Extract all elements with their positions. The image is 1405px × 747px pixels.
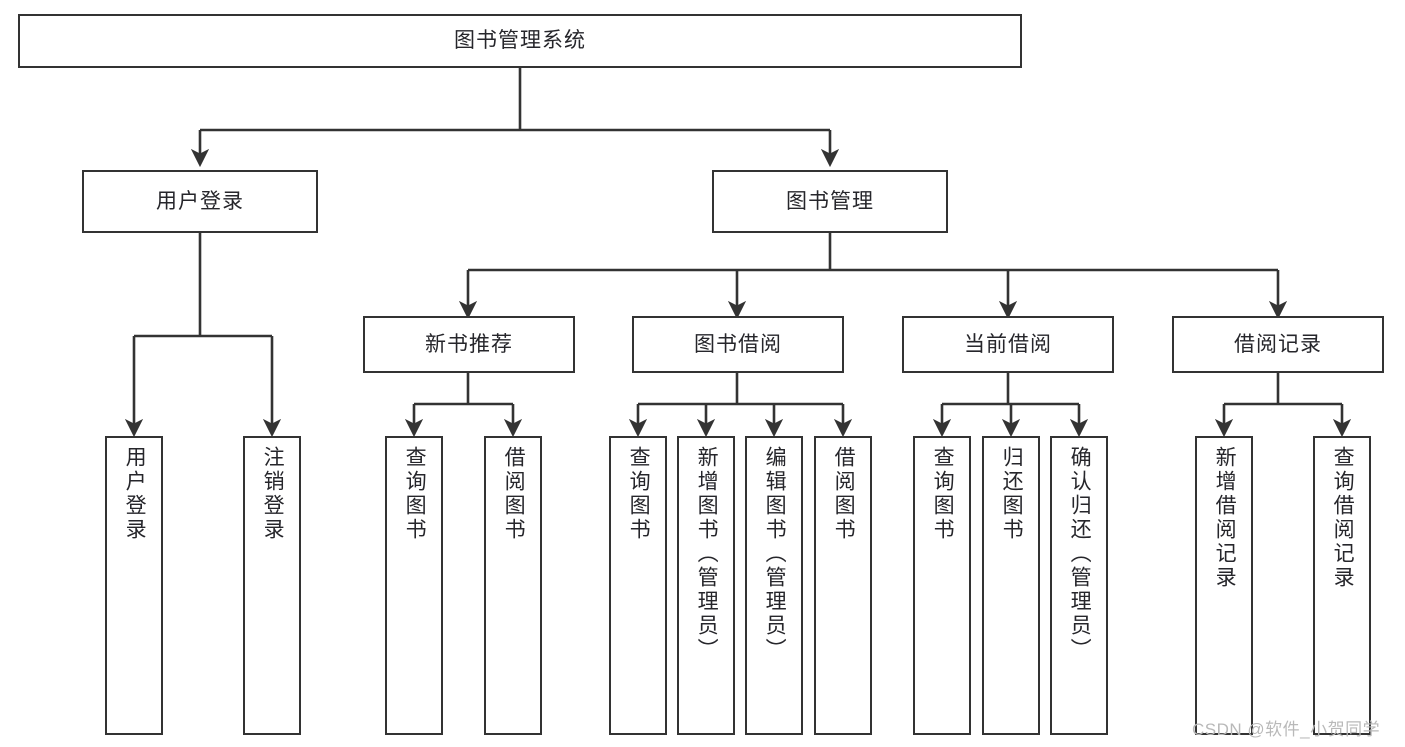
node-label: 图书管理系统 [454,29,586,53]
node-label: 借阅图书 [832,446,856,542]
leaf-book-borrow-add[interactable]: 新增图书（管理员） [677,436,735,735]
node-book-management[interactable]: 图书管理 [712,170,948,233]
leaf-user-login-signout[interactable]: 注销登录 [243,436,301,735]
node-label: 新增借阅记录 [1213,446,1237,590]
leaf-new-book-query[interactable]: 查询图书 [385,436,443,735]
node-label: 借阅记录 [1234,332,1322,356]
node-label: 新增图书（管理员） [695,446,719,662]
node-root-system[interactable]: 图书管理系统 [18,14,1022,68]
leaf-book-borrow-lend[interactable]: 借阅图书 [814,436,872,735]
node-user-login[interactable]: 用户登录 [82,170,318,233]
leaf-user-login-signin[interactable]: 用户登录 [105,436,163,735]
leaf-borrow-record-query[interactable]: 查询借阅记录 [1313,436,1371,735]
node-label: 当前借阅 [964,332,1052,356]
node-label: 查询图书 [627,446,651,542]
node-label: 查询图书 [931,446,955,542]
leaf-current-borrow-return[interactable]: 归还图书 [982,436,1040,735]
leaf-book-borrow-query[interactable]: 查询图书 [609,436,667,735]
node-label: 图书管理 [786,189,874,213]
node-new-book-recommend[interactable]: 新书推荐 [363,316,575,373]
node-label: 注销登录 [261,446,285,542]
csdn-watermark: CSDN @软件_小贺同学 [1192,720,1381,739]
leaf-current-borrow-confirm-return[interactable]: 确认归还（管理员） [1050,436,1108,735]
node-borrow-record[interactable]: 借阅记录 [1172,316,1384,373]
leaf-current-borrow-query[interactable]: 查询图书 [913,436,971,735]
node-label: 用户登录 [156,189,244,213]
leaf-book-borrow-edit[interactable]: 编辑图书（管理员） [745,436,803,735]
leaf-borrow-record-add[interactable]: 新增借阅记录 [1195,436,1253,735]
node-label: 查询图书 [403,446,427,542]
node-label: 查询借阅记录 [1331,446,1355,590]
node-label: 图书借阅 [694,332,782,356]
node-label: 新书推荐 [425,332,513,356]
node-label: 归还图书 [1000,446,1024,542]
node-label: 借阅图书 [502,446,526,542]
leaf-new-book-borrow[interactable]: 借阅图书 [484,436,542,735]
node-book-borrow[interactable]: 图书借阅 [632,316,844,373]
node-label: 用户登录 [123,446,147,542]
node-label: 编辑图书（管理员） [763,446,787,662]
node-label: 确认归还（管理员） [1068,446,1092,662]
node-current-borrow[interactable]: 当前借阅 [902,316,1114,373]
